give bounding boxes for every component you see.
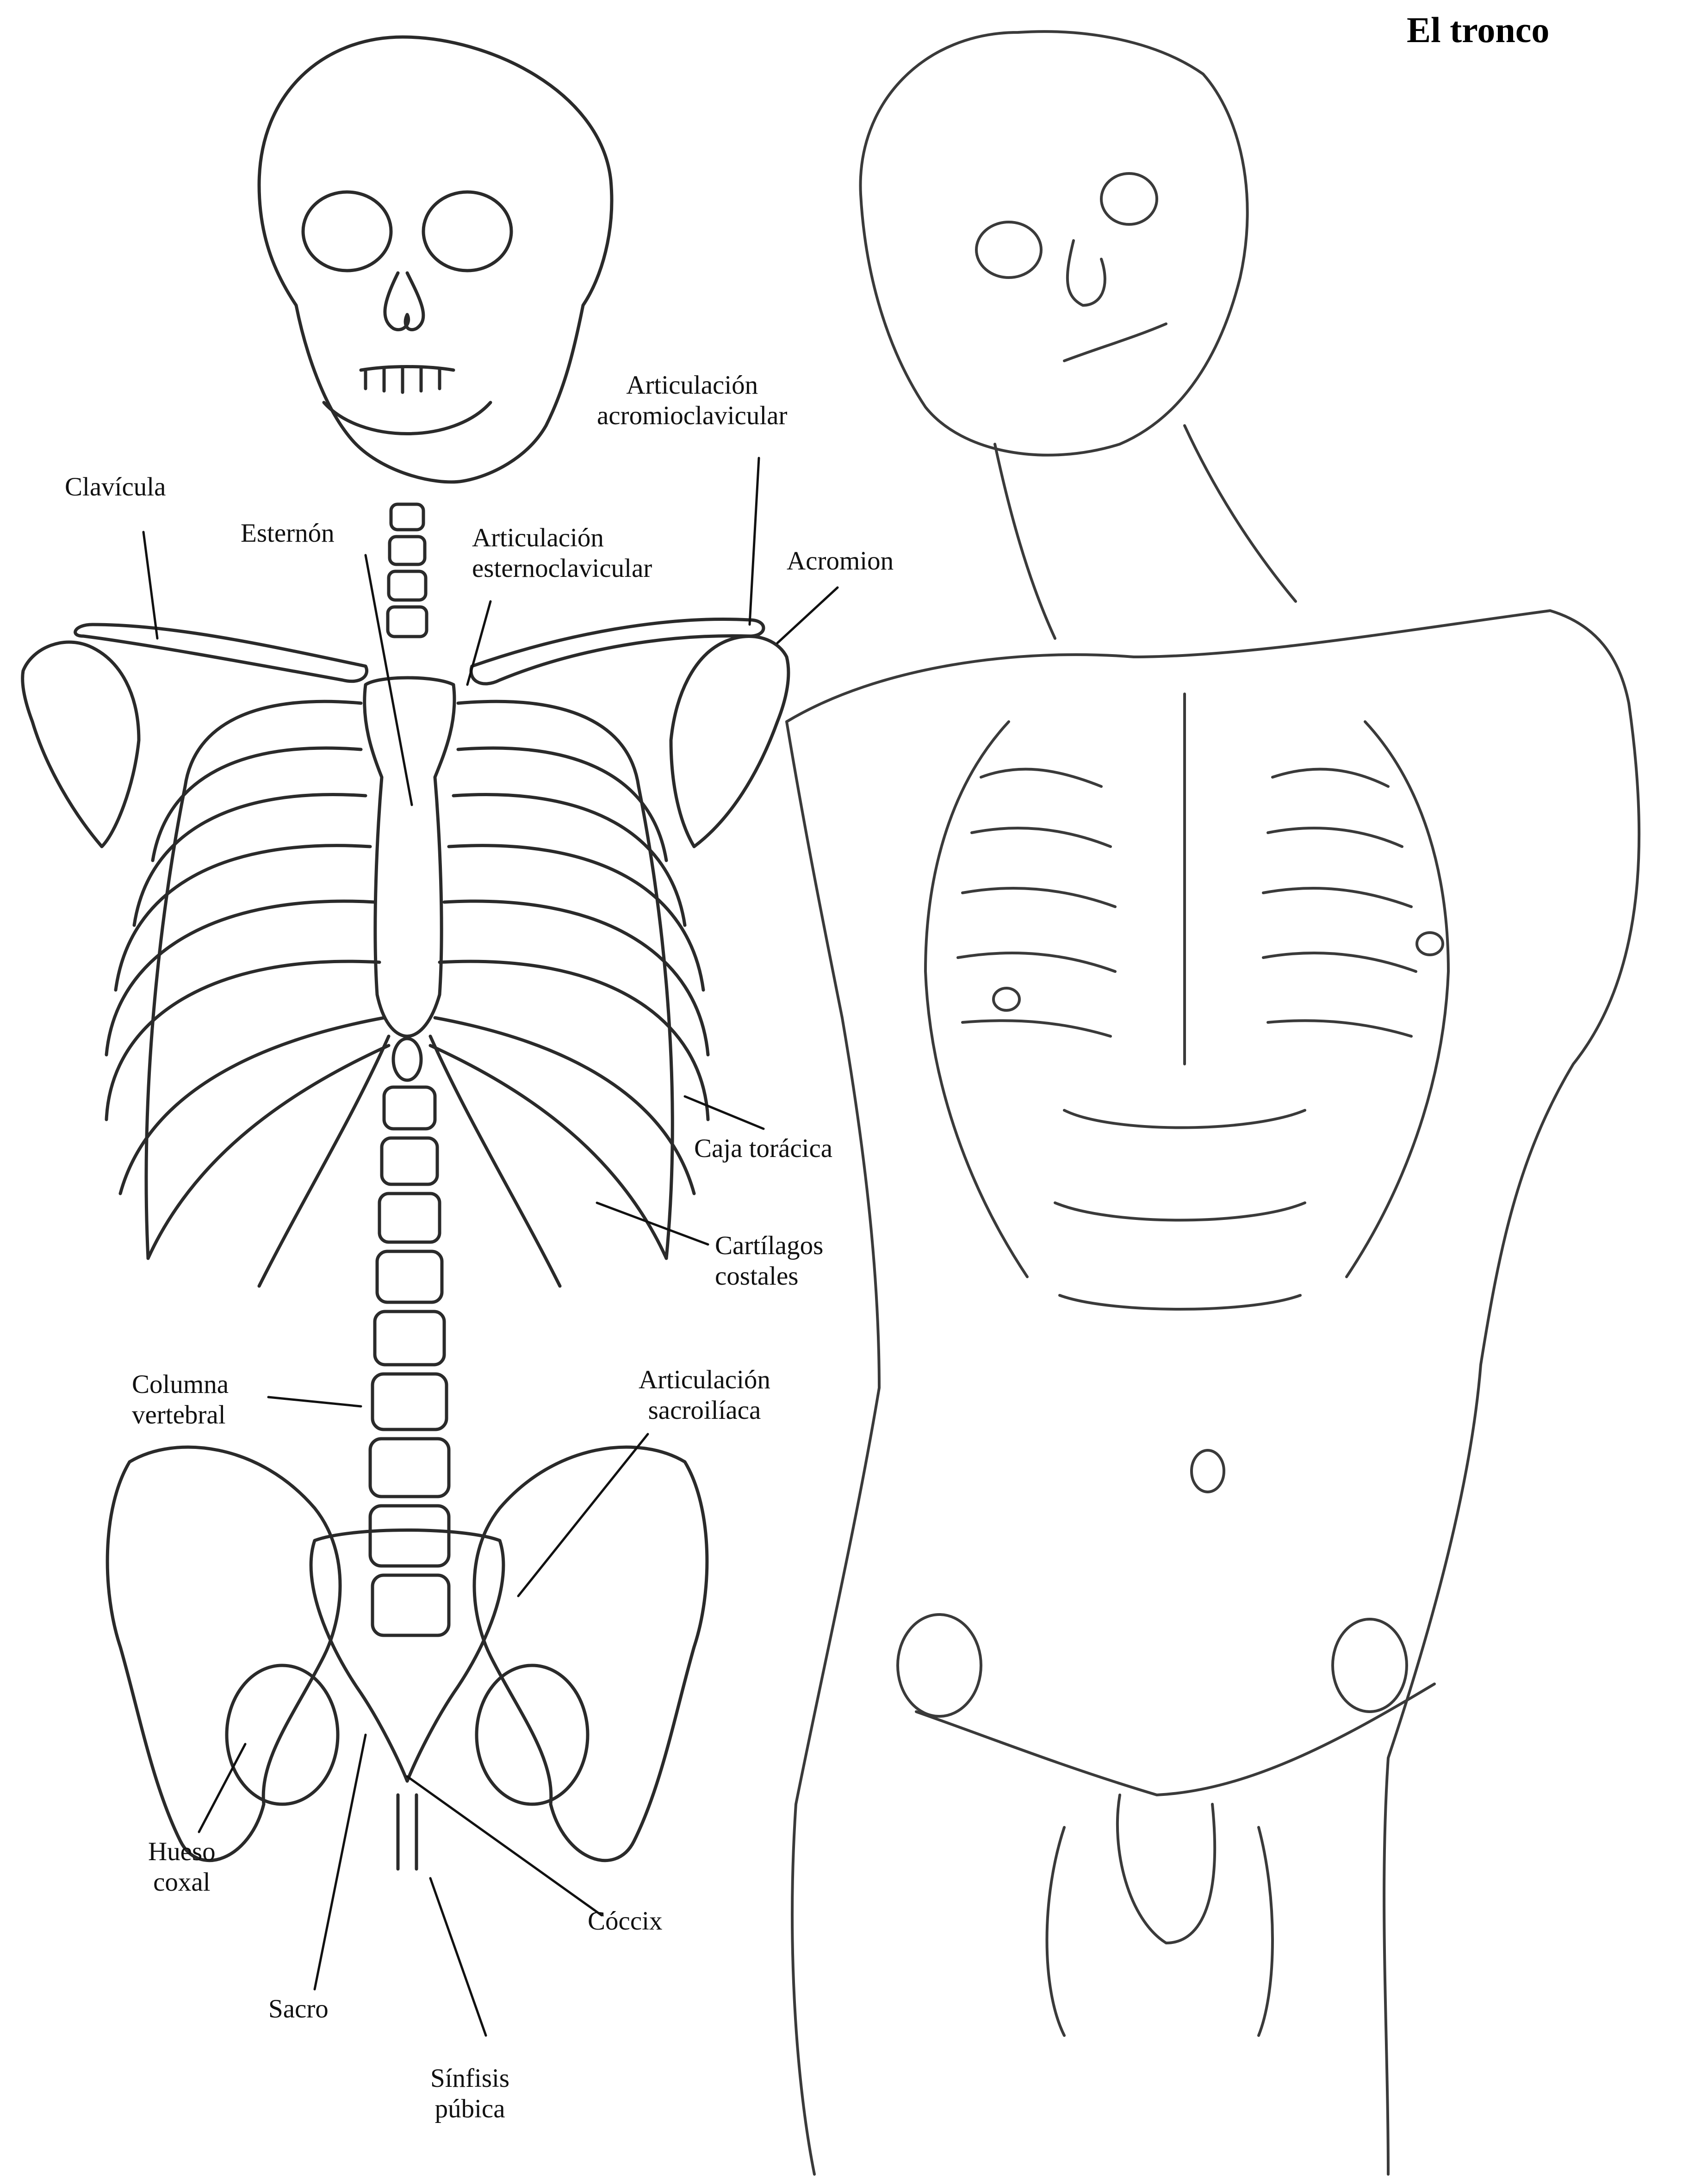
teeth bbox=[361, 367, 453, 393]
leader-cartilagos bbox=[597, 1203, 708, 1244]
leader-clavicula bbox=[143, 532, 157, 638]
leader-acromion bbox=[777, 588, 838, 643]
pelvis bbox=[107, 1447, 707, 1869]
label-sacro: Sacro bbox=[268, 1994, 329, 2024]
rib-cage bbox=[106, 701, 708, 1286]
label-sinfisis-pubica: Sínfisis púbica bbox=[430, 2063, 509, 2124]
lumbar-spine bbox=[370, 1087, 449, 1635]
label-articulacion-acromioclavicular: Articulación acromioclavicular bbox=[597, 370, 787, 431]
torso-figure bbox=[787, 31, 1639, 2174]
label-hueso-coxal: Hueso coxal bbox=[148, 1837, 216, 1898]
skull bbox=[259, 37, 612, 482]
leader-caja bbox=[685, 1096, 764, 1129]
leader-hueso bbox=[199, 1744, 245, 1832]
label-coccix: Cóccix bbox=[588, 1906, 662, 1937]
head-outline bbox=[861, 31, 1248, 455]
label-clavicula: Clavícula bbox=[65, 472, 166, 502]
shoulder-girdle bbox=[23, 619, 788, 847]
leader-art-sacro bbox=[518, 1434, 648, 1596]
label-acromion: Acromion bbox=[787, 546, 894, 576]
label-cartilagos-costales: Cartílagos costales bbox=[715, 1231, 823, 1292]
right-clavicle bbox=[471, 619, 764, 684]
page-title: El tronco bbox=[1407, 9, 1549, 51]
leader-columna bbox=[268, 1397, 361, 1406]
mandible bbox=[324, 402, 490, 434]
label-esternon: Esternón bbox=[241, 518, 335, 549]
leader-sinfisis bbox=[430, 1878, 486, 2036]
left-scapula bbox=[23, 642, 139, 847]
leader-art-esterno bbox=[467, 601, 490, 685]
label-articulacion-sacroiliaca: Articulación sacroilíaca bbox=[639, 1365, 770, 1426]
right-scapula bbox=[671, 637, 788, 847]
label-columna-vertebral: Columna vertebral bbox=[132, 1369, 229, 1430]
label-articulacion-esternoclavicular: Articulación esternoclavicular bbox=[472, 523, 652, 584]
leader-sacro bbox=[315, 1735, 366, 1989]
left-orbit bbox=[303, 192, 391, 271]
nasal-cavity bbox=[385, 273, 423, 330]
right-orbit bbox=[423, 192, 511, 271]
label-caja-toracica: Caja torácica bbox=[694, 1133, 832, 1164]
cervical-spine bbox=[388, 504, 427, 637]
leader-art-acromio bbox=[750, 458, 759, 625]
